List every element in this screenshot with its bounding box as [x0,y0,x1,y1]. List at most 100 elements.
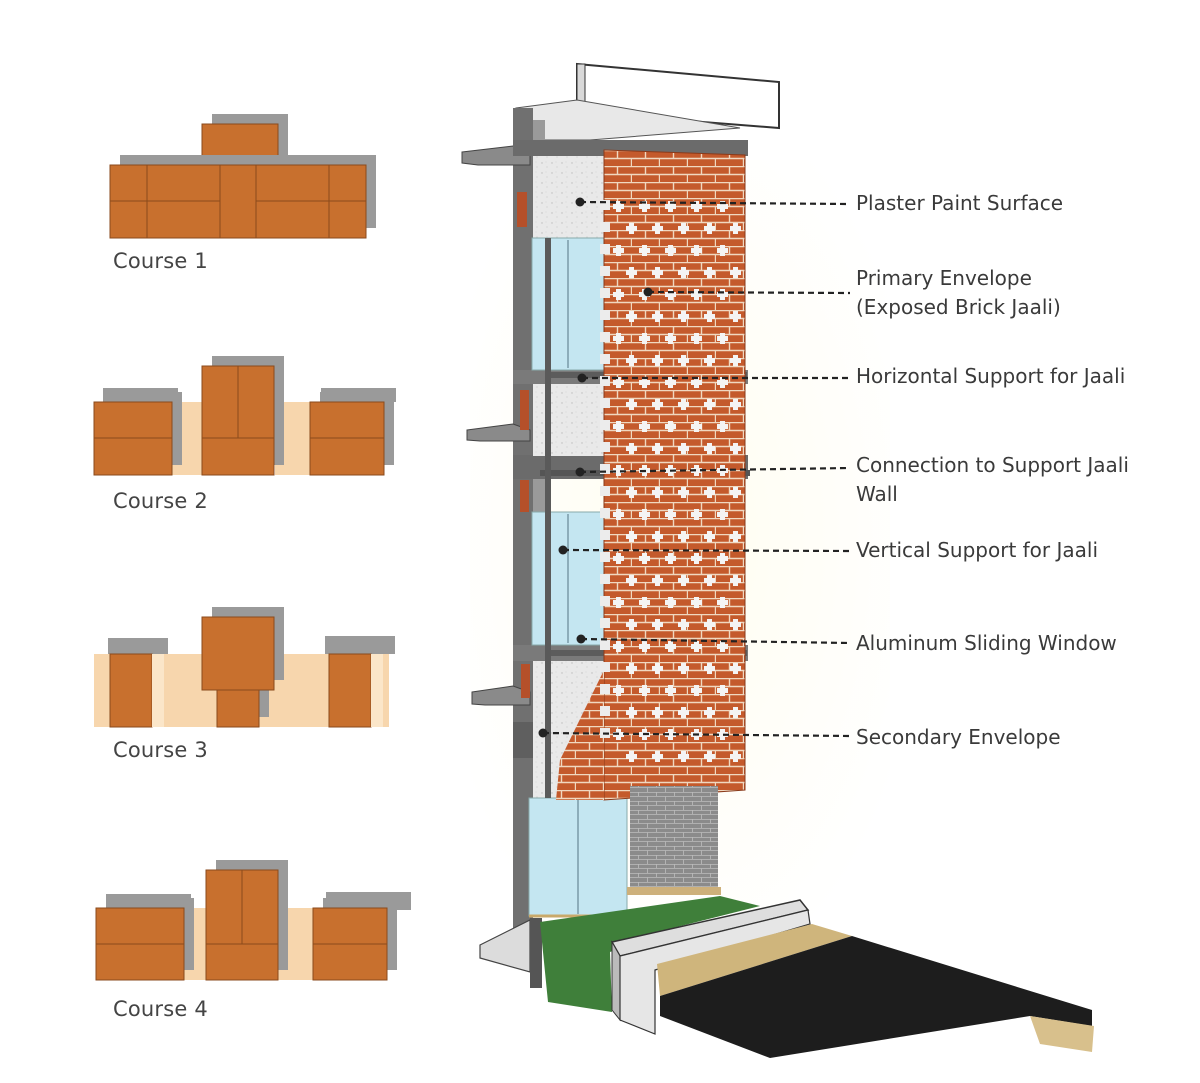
jaali-edge-notch [600,464,610,474]
jaali-opening [691,248,702,253]
brick [328,653,372,728]
jaali-opening [652,534,663,539]
jaali-opening [639,380,650,385]
callout-plaster-paint-surface: Plaster Paint Surface [856,189,1063,218]
jaali-opening [652,446,663,451]
jaali-opening [730,270,741,275]
jaali-edge-notch [600,288,610,298]
jaali-openings [600,200,741,762]
jaali-opening [717,380,728,385]
jaali-opening [730,622,741,627]
jaali-opening [626,226,637,231]
jaali-opening [613,204,624,209]
jaali-opening [613,292,624,297]
jaali-opening [626,534,637,539]
course-1-label: Course 1 [113,249,208,273]
jaali-opening [678,226,689,231]
jaali-edge-notch [600,376,610,386]
jaali-opening [730,490,741,495]
plaster-panel [533,156,613,238]
jaali-edge-notch [600,266,610,276]
jaali-opening [613,556,624,561]
jaali-opening [652,666,663,671]
wall-section [461,62,1094,1058]
jaali-opening [613,468,624,473]
jaali-opening [730,446,741,451]
jaali-opening [678,314,689,319]
jaali-opening [639,644,650,649]
course-2-label: Course 2 [113,489,208,513]
jaali-opening [730,754,741,759]
jaali-opening [626,358,637,363]
jaali-opening [717,336,728,341]
jaali-opening [730,402,741,407]
jaali-opening [678,402,689,407]
jaali-opening [639,204,650,209]
jaali-edge-notch [600,596,610,606]
jaali-opening [691,380,702,385]
jaali-opening [704,314,715,319]
jaali-edge-notch [600,222,610,232]
brick-end-face [152,654,164,727]
jaali-opening [678,446,689,451]
callout-primary-envelope: Primary Envelope (Exposed Brick Jaali) [856,264,1061,322]
jaali-opening [717,688,728,693]
jaali-opening [665,336,676,341]
leader-line [562,548,851,553]
jaali-opening [613,644,624,649]
jaali-opening [665,732,676,737]
jaali-opening [626,314,637,319]
jaali-opening [704,710,715,715]
course-3-label: Course 3 [113,738,208,762]
jaali-opening [678,622,689,627]
jaali-opening [717,512,728,517]
jaali-opening [704,446,715,451]
jaali-opening [691,688,702,693]
jaali-opening [704,622,715,627]
callout-text: Aluminum Sliding Window [856,631,1117,655]
leader-lines [538,197,851,738]
callout-aluminum-sliding-window: Aluminum Sliding Window [856,629,1117,658]
plinth-edge [530,918,542,988]
jaali-edge-notch [600,200,610,210]
jaali-opening [730,358,741,363]
course-2-diagram [93,356,396,476]
jaali-opening [717,248,728,253]
jaali-edge-notch [600,662,610,672]
jaali-edge-notch [600,486,610,496]
jaali-opening [678,754,689,759]
jaali-opening [691,292,702,297]
jaali-opening [626,578,637,583]
callout-horizontal-support: Horizontal Support for Jaali [856,362,1125,391]
jaali-edge-notch [600,332,610,342]
jaali-opening [730,534,741,539]
jaali-opening [730,226,741,231]
jaali-opening [639,600,650,605]
jaali-opening [613,248,624,253]
leader-line [579,466,851,474]
brick [109,653,153,728]
jaali-opening [704,226,715,231]
callout-text: Vertical Support for Jaali [856,538,1099,562]
wall-sill [627,887,721,895]
jaali-opening [626,710,637,715]
jaali-opening [665,292,676,297]
jaali-opening [639,512,650,517]
callout-secondary-envelope: Secondary Envelope [856,723,1061,752]
callout-text: (Exposed Brick Jaali) [856,295,1061,319]
jaali-edge-notch [600,442,610,452]
jaali-opening [613,336,624,341]
jaali-opening [665,556,676,561]
jaali-edge-notch [600,354,610,364]
jaali-opening [704,270,715,275]
brick-jaali-lower [556,670,604,800]
brick-end-face [371,654,383,727]
road [660,936,1092,1058]
jaali-opening [691,336,702,341]
jaali-edge-notch [600,706,610,716]
jaali-opening [678,490,689,495]
leader-line [647,290,851,295]
callout-text: Horizontal Support for Jaali [856,364,1126,388]
jaali-opening [717,204,728,209]
jaali-opening [626,754,637,759]
